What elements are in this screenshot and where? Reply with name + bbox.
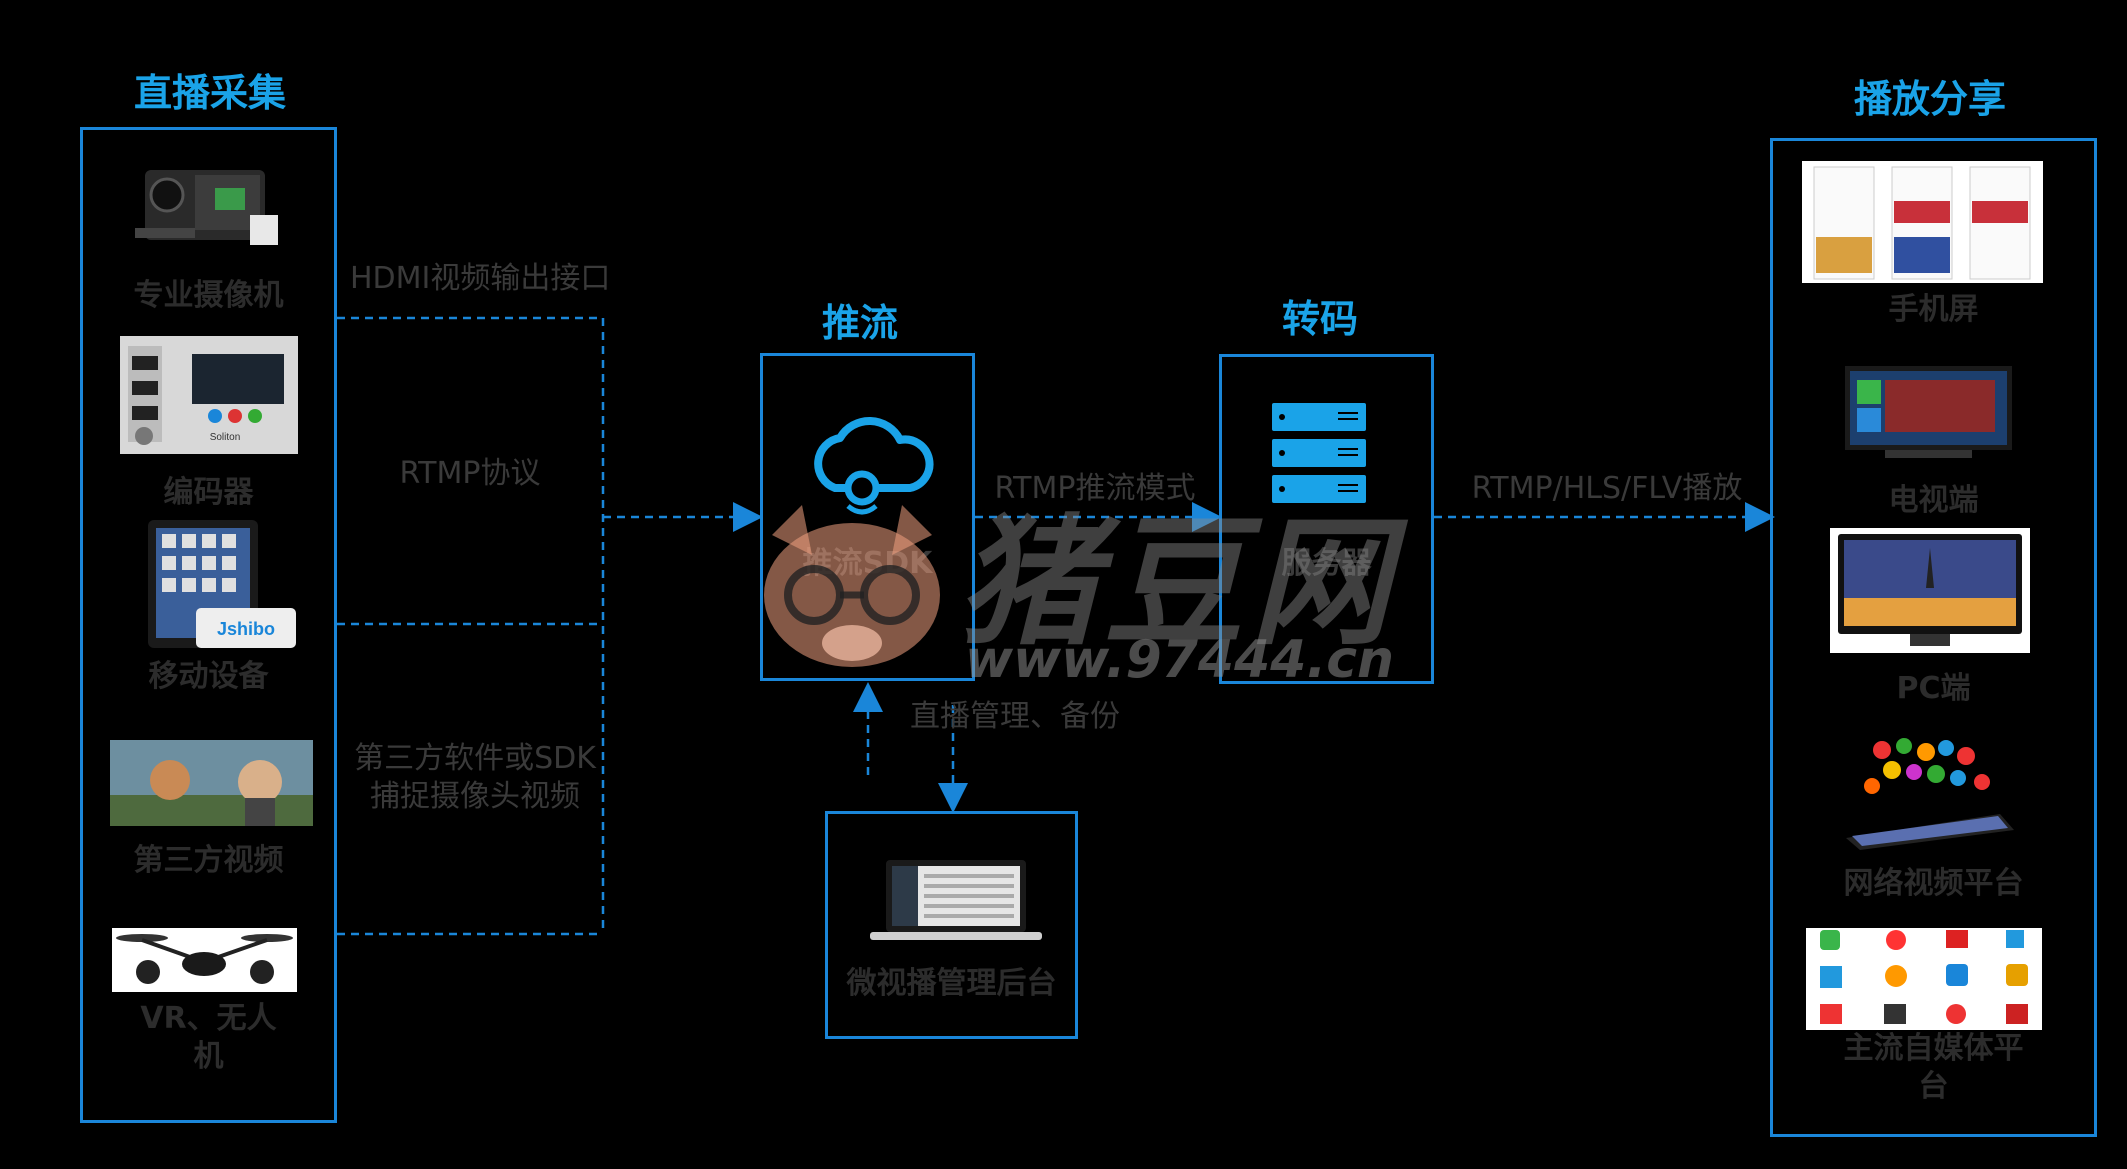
edge-label-manage: 直播管理、备份: [910, 699, 1120, 734]
server-label: 服务器: [1281, 546, 1372, 581]
capture-label-camera: 专业摄像机: [133, 278, 284, 313]
edge-label-play: RTMP/HLS/FLV播放: [1471, 471, 1743, 506]
encoder-icon: Soliton: [120, 336, 298, 454]
play-label-tv: 电视端: [1888, 483, 1979, 518]
transcode-title: 转码: [1281, 297, 1358, 341]
drone-icon: [112, 928, 297, 992]
edge-label-hdmi: HDMI视频输出接口: [350, 261, 611, 296]
capture-title: 直播采集: [133, 71, 286, 115]
admin-box: [825, 811, 1078, 1039]
push-box: [760, 353, 975, 681]
capture-label-mobile: 移动设备: [148, 659, 269, 694]
push-title: 推流: [821, 301, 898, 345]
edge-label-third-party: 第三方软件或SDK 捕捉摄像头视频: [354, 741, 596, 814]
tv-icon: [1845, 366, 2012, 466]
play-label-network: 网络视频平台: [1843, 866, 2024, 901]
tablet-brand: Jshibo: [217, 619, 275, 639]
laptop-icon: [870, 858, 1042, 942]
monitor-icon: [1830, 528, 2030, 653]
play-panel: [1770, 138, 2097, 1137]
capture-panel: [80, 127, 337, 1123]
encoder-brand: Soliton: [210, 432, 241, 443]
play-title: 播放分享: [1853, 77, 2006, 121]
app-grid-icon: [1806, 928, 2042, 1030]
server-icon: [1270, 403, 1370, 508]
transcode-box: [1219, 354, 1434, 684]
cloud-user-icon: [800, 410, 940, 520]
capture-label-third-party: 第三方视频: [133, 843, 284, 878]
capture-label-encoder: 编码器: [163, 475, 254, 510]
phone-screens-icon: [1802, 161, 2043, 283]
tablet-icon: Jshibo: [148, 520, 298, 648]
admin-label: 微视播管理后台: [846, 966, 1057, 1001]
edge-label-push-mode: RTMP推流模式: [994, 471, 1196, 506]
play-label-pc: PC端: [1896, 671, 1971, 706]
play-label-phone: 手机屏: [1888, 292, 1979, 327]
edge-label-rtmp: RTMP协议: [399, 456, 541, 491]
push-sdk-label: 推流SDK: [802, 546, 933, 581]
video-still-icon: [110, 740, 313, 826]
camera-icon: [135, 150, 280, 255]
tablet-apps-icon: [1842, 736, 2017, 851]
play-label-self-media: 主流自媒体平 台: [1843, 1031, 2024, 1104]
capture-label-vr-drone: VR、无人 机: [140, 1001, 277, 1074]
